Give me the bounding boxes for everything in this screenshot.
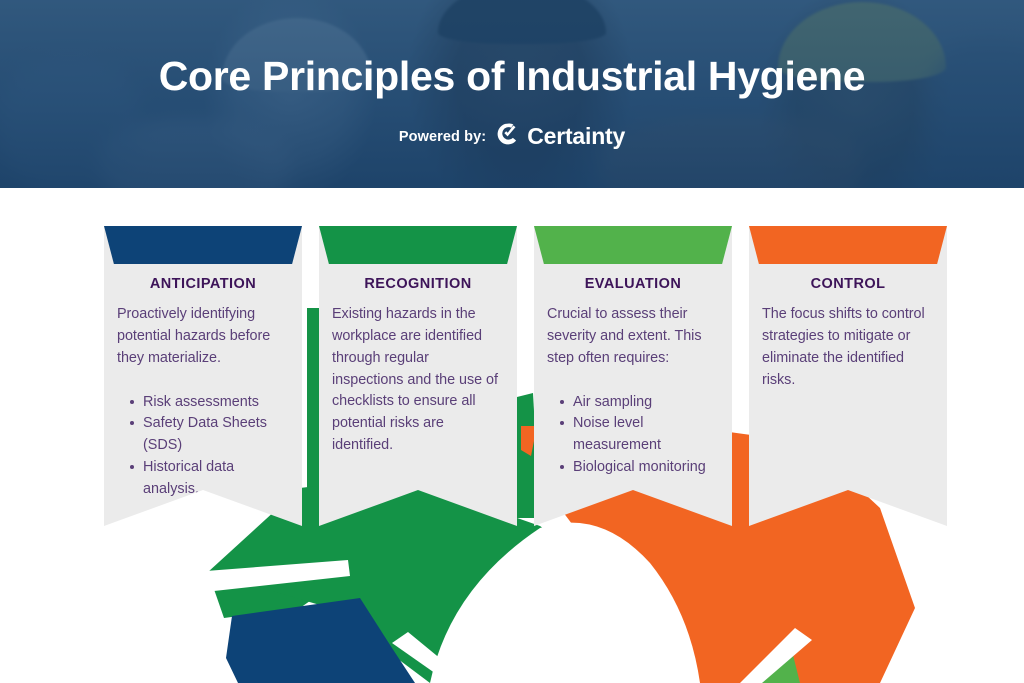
card-evaluation[interactable]: EVALUATION Crucial to assess their sever… [534, 226, 732, 526]
certainty-brand-name: Certainty [527, 123, 626, 150]
card-heading: EVALUATION [584, 276, 682, 292]
principle-cards-row: ANTICIPATION Proactively identifying pot… [0, 188, 1024, 683]
card-recognition[interactable]: RECOGNITION Existing hazards in the work… [319, 226, 517, 526]
card-anticipation[interactable]: ANTICIPATION Proactively identifying pot… [104, 226, 302, 526]
card-body: CONTROL The focus shifts to control stra… [749, 226, 947, 526]
powered-by-label: Powered by: [398, 128, 487, 145]
card-body: ANTICIPATION Proactively identifying pot… [104, 226, 302, 526]
card-bullet-list: Air sampling Noise level measurement Bio… [547, 392, 719, 479]
card-heading: ANTICIPATION [149, 276, 257, 292]
card-banner-evaluation [534, 226, 732, 264]
list-item: Historical data analysis. [130, 457, 289, 501]
list-item: Noise level measurement [560, 413, 719, 457]
card-body: RECOGNITION Existing hazards in the work… [319, 226, 517, 526]
card-description: Proactively identifying potential hazard… [117, 306, 271, 366]
card-description: Existing hazards in the workplace are id… [332, 306, 498, 453]
list-item: Risk assessments [130, 392, 289, 414]
card-description: Crucial to assess their severity and ext… [547, 306, 702, 366]
list-item: Air sampling [560, 392, 719, 414]
card-description: The focus shifts to control strategies t… [762, 306, 925, 388]
page-header: Core Principles of Industrial Hygiene Po… [0, 0, 1024, 188]
card-bullet-list: Risk assessments Safety Data Sheets (SDS… [117, 392, 289, 501]
card-heading: RECOGNITION [364, 276, 472, 292]
list-item: Biological monitoring [560, 457, 719, 479]
certainty-brand-lockup: Certainty [496, 122, 625, 151]
certainty-c-check-logo-icon [496, 122, 520, 151]
card-body: EVALUATION Crucial to assess their sever… [534, 226, 732, 526]
card-banner-recognition [319, 226, 517, 264]
page-title: Core Principles of Industrial Hygiene [158, 53, 866, 99]
card-banner-control [749, 226, 947, 264]
list-item: Safety Data Sheets (SDS) [130, 413, 289, 457]
powered-by-row: Powered by: Certainty [399, 122, 625, 151]
card-heading: CONTROL [810, 276, 886, 292]
card-control[interactable]: CONTROL The focus shifts to control stra… [749, 226, 947, 526]
card-banner-anticipation [104, 226, 302, 264]
header-blue-overlay [0, 0, 1024, 188]
